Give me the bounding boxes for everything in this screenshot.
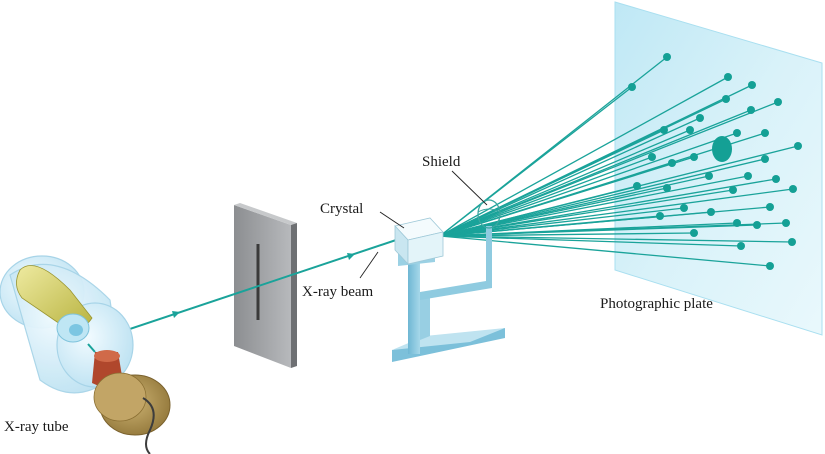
diffraction-spot: [686, 126, 694, 134]
label-photographic-plate: Photographic plate: [600, 296, 713, 312]
diffracted-ray: [439, 156, 653, 237]
diffraction-spot: [690, 229, 698, 237]
diffraction-spot: [705, 172, 713, 180]
crystal: [394, 217, 444, 266]
diffraction-spot: [788, 238, 796, 246]
slit-plate: [234, 203, 297, 368]
diffracted-ray: [439, 235, 771, 267]
diffracted-ray: [439, 109, 752, 237]
diffraction-spot: [628, 83, 636, 91]
shield-leader: [451, 170, 488, 206]
diffraction-spot: [774, 98, 782, 106]
diffraction-spot: [663, 184, 671, 192]
diffracted-ray: [439, 129, 691, 237]
diffraction-spot: [724, 73, 732, 81]
diffraction-spot: [656, 212, 664, 220]
central-spot: [712, 136, 732, 162]
diffraction-spot: [668, 159, 676, 167]
crystal-stand: [392, 226, 505, 362]
diffracted-ray: [439, 117, 701, 237]
diffracted-ray: [439, 86, 633, 237]
diffraction-spot: [733, 129, 741, 137]
diffraction-spot: [696, 114, 704, 122]
diffraction-spot: [772, 175, 780, 183]
diffracted-rays: [439, 56, 799, 267]
label-crystal: Crystal: [320, 201, 363, 217]
diffracted-ray: [439, 224, 758, 237]
diffraction-spot: [633, 182, 641, 190]
diffraction-spot: [782, 219, 790, 227]
diffraction-spot: [729, 186, 737, 194]
diffracted-ray: [439, 235, 793, 243]
diffraction-spots: [628, 53, 802, 270]
diffraction-spot: [707, 208, 715, 216]
shield: [477, 199, 501, 229]
diffraction-spot: [766, 262, 774, 270]
photographic-plate: [614, 1, 823, 336]
diffracted-ray: [439, 178, 777, 237]
incident-beam: [87, 235, 409, 344]
label-xray-tube: X-ray tube: [4, 419, 69, 435]
diffraction-spot: [766, 203, 774, 211]
diffracted-ray: [439, 207, 685, 237]
diffraction-spot: [690, 153, 698, 161]
diffraction-spot: [744, 172, 752, 180]
diffracted-ray: [439, 187, 668, 237]
diffraction-spot: [680, 204, 688, 212]
diffracted-ray: [439, 129, 665, 237]
label-shield: Shield: [422, 154, 461, 170]
diffraction-spot: [722, 95, 730, 103]
beam-leader: [359, 251, 379, 279]
diffracted-ray: [439, 188, 794, 237]
diffraction-spot: [789, 185, 797, 193]
diffraction-spot: [737, 242, 745, 250]
diffraction-spot: [747, 106, 755, 114]
diffraction-spot: [648, 153, 656, 161]
diffracted-ray: [439, 132, 738, 237]
diffraction-spot: [761, 155, 769, 163]
diffraction-spot: [660, 126, 668, 134]
label-xray-beam: X-ray beam: [302, 284, 374, 300]
diffraction-spot: [753, 221, 761, 229]
diffraction-spot: [748, 81, 756, 89]
crystal-leader: [379, 211, 405, 229]
diffraction-spot: [733, 219, 741, 227]
diffracted-ray: [439, 158, 766, 237]
diffracted-ray: [439, 232, 695, 237]
diffraction-spot: [794, 142, 802, 150]
diffracted-ray: [439, 211, 712, 237]
diffraction-spot: [761, 129, 769, 137]
diffracted-ray: [439, 156, 695, 237]
diffracted-ray: [439, 185, 638, 237]
diffraction-spot: [663, 53, 671, 61]
xray-tube: [0, 255, 171, 454]
